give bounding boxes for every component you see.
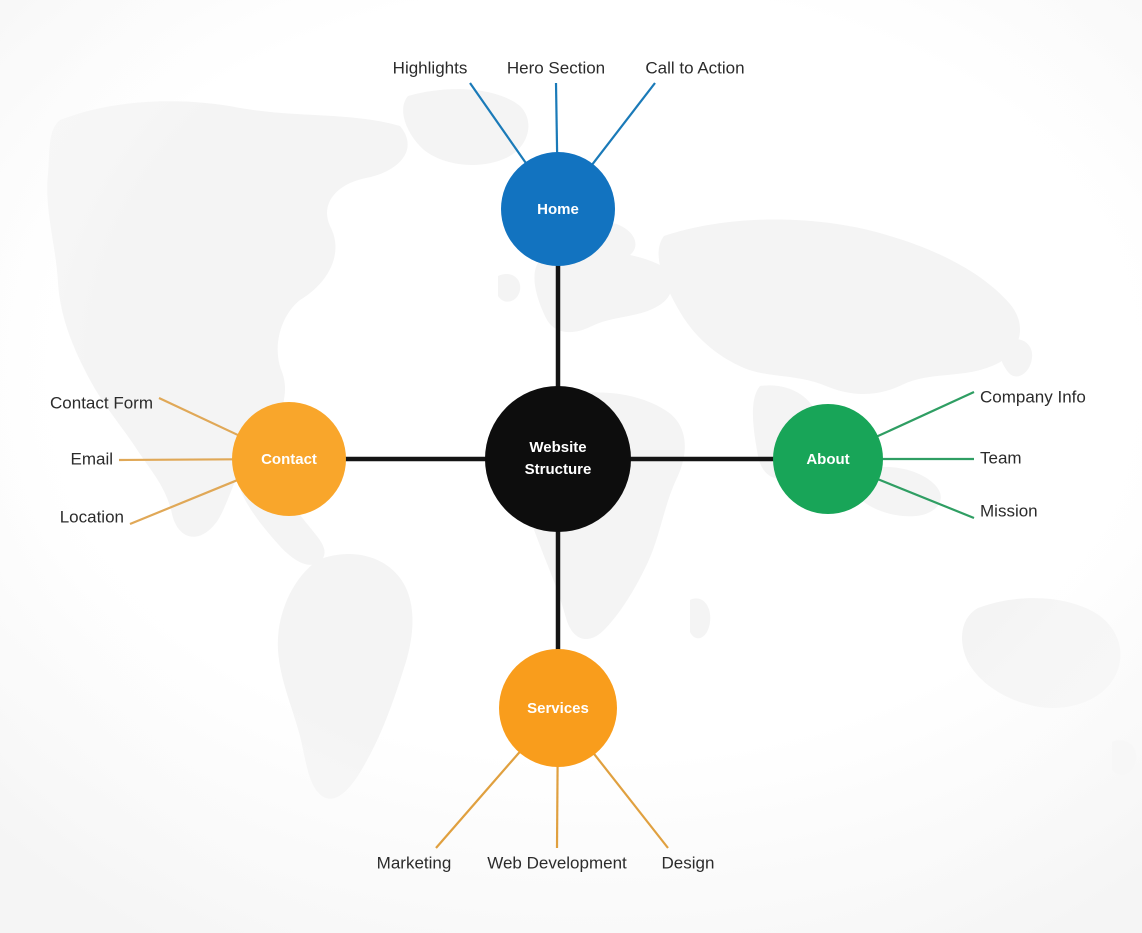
leaf-label-about-1[interactable]: Team <box>980 448 1022 467</box>
leaf-labels-group: Highlights Hero Section Call to ActionComp… <box>50 58 1086 872</box>
node-circle-contact[interactable] <box>232 402 346 516</box>
twig-home-2 <box>590 82 656 167</box>
leaf-label-contact-0[interactable]: Contact Form <box>50 393 153 412</box>
twig-contact-0 <box>158 397 241 438</box>
leaf-label-contact-1[interactable]: Email <box>70 449 113 468</box>
leaf-label-home-2[interactable]: Call to Action <box>645 58 744 77</box>
twig-contact-1 <box>118 458 236 462</box>
twig-contact-2 <box>129 478 240 526</box>
node-label-home: Home <box>537 201 579 218</box>
leaf-twigs <box>118 82 975 849</box>
node-circle-services[interactable] <box>499 649 617 767</box>
main-spokes <box>344 264 775 651</box>
node-services[interactable]: Services <box>499 649 617 767</box>
node-circle-center[interactable] <box>485 386 631 532</box>
center-label-line1: Website <box>529 439 586 456</box>
node-label-about: About <box>806 451 849 468</box>
leaf-label-home-1[interactable]: Hero Section <box>507 58 605 77</box>
node-home[interactable]: Home <box>501 152 615 266</box>
twig-services-1 <box>555 763 559 849</box>
twig-home-0 <box>469 82 528 166</box>
center-label-line2: Structure <box>525 461 592 478</box>
leaf-label-services-2[interactable]: Design <box>662 853 715 872</box>
leaf-label-about-2[interactable]: Mission <box>980 501 1038 520</box>
twig-about-2 <box>875 477 975 520</box>
twig-services-0 <box>435 749 523 849</box>
twig-services-2 <box>591 751 669 849</box>
node-circle-home[interactable] <box>501 152 615 266</box>
twig-home-1 <box>554 82 559 156</box>
node-contact[interactable]: Contact <box>232 402 346 516</box>
leaf-label-contact-2[interactable]: Location <box>60 507 124 526</box>
node-about[interactable]: About <box>773 404 883 514</box>
node-label-contact: Contact <box>261 451 317 468</box>
node-label-services: Services <box>527 700 589 717</box>
leaf-label-about-0[interactable]: Company Info <box>980 387 1086 406</box>
leaf-label-services-1[interactable]: Web Development <box>487 853 627 872</box>
leaf-label-services-0[interactable]: Marketing <box>377 853 452 872</box>
leaf-label-home-0[interactable]: Highlights <box>393 58 468 77</box>
node-circle-about[interactable] <box>773 404 883 514</box>
twig-about-0 <box>874 391 975 439</box>
